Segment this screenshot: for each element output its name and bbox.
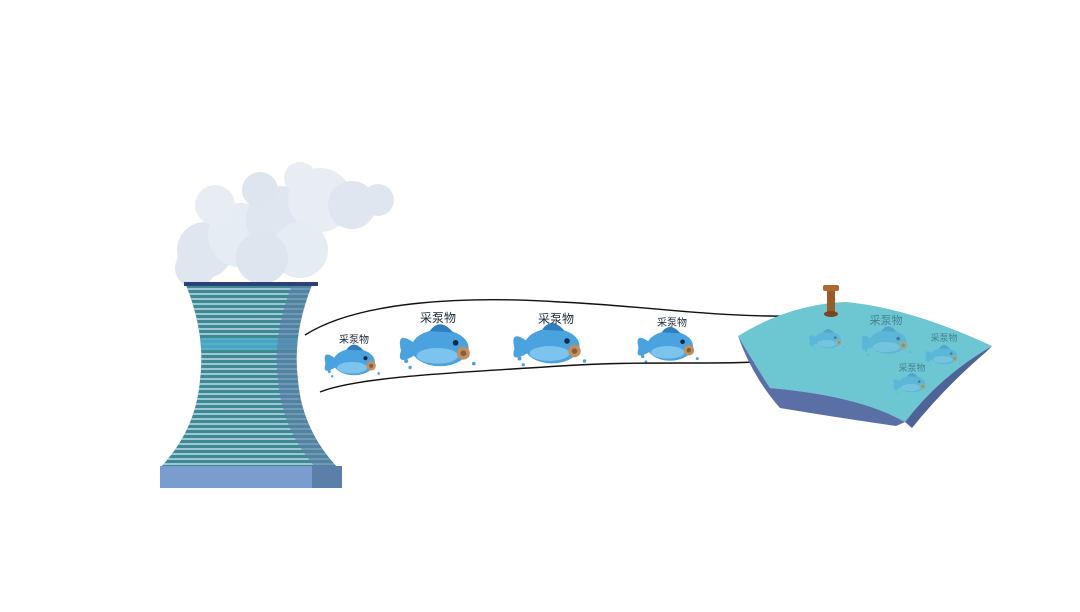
tower-stripe (160, 458, 338, 460)
discharge-pipe: 采泵物 采泵物 采泵物 采泵物 (304, 298, 817, 393)
tube-label-4: 采泵物 (657, 316, 687, 329)
tower-stripe (160, 313, 338, 315)
valve-icon (823, 285, 839, 317)
tower-stripe (160, 433, 338, 435)
tower-stripe (160, 353, 338, 355)
tower-stripe (160, 453, 338, 455)
tower-stripe (160, 378, 338, 380)
tower-stripe (160, 363, 338, 365)
tower-stripe (160, 393, 338, 395)
tower-stripe (160, 373, 338, 375)
tower-stripe (160, 358, 338, 360)
water-pool: 采泵物 采泵物 采泵物 (738, 285, 992, 428)
pool-label-2: 采泵物 (930, 332, 957, 344)
steam-cloud (175, 162, 394, 288)
tower-stripe (160, 408, 338, 410)
tower-stripe (160, 398, 338, 400)
pool-label-1: 采泵物 (870, 313, 903, 327)
tower-stripe (160, 318, 338, 320)
tower-base (160, 466, 342, 488)
tower-stripe (160, 428, 338, 430)
tower-stripe (160, 438, 338, 440)
tower-stripe (160, 288, 338, 290)
tower-stripe (160, 368, 338, 370)
tower-stripe (160, 308, 338, 310)
tower-stripe (160, 303, 338, 305)
tower-stripe (160, 423, 338, 425)
tower-stripe (160, 443, 338, 445)
pool-label-3: 采泵物 (898, 362, 925, 374)
tower-stripe (160, 403, 338, 405)
tower-stripe (160, 328, 338, 330)
tower-stripe (160, 383, 338, 385)
tower-stripe (160, 388, 338, 390)
tube-label-2: 采泵物 (420, 311, 456, 325)
tube-label-3: 采泵物 (538, 312, 574, 326)
tower-stripe (160, 298, 338, 300)
tube-label-1: 采泵物 (339, 333, 369, 346)
tower-stripe (160, 413, 338, 415)
tower-stripe (160, 463, 338, 465)
tower-stripe (160, 323, 338, 325)
tower-stripe (160, 293, 338, 295)
tower-stripe (160, 418, 338, 420)
tower-stripe (160, 448, 338, 450)
tower-stripe (160, 333, 338, 335)
